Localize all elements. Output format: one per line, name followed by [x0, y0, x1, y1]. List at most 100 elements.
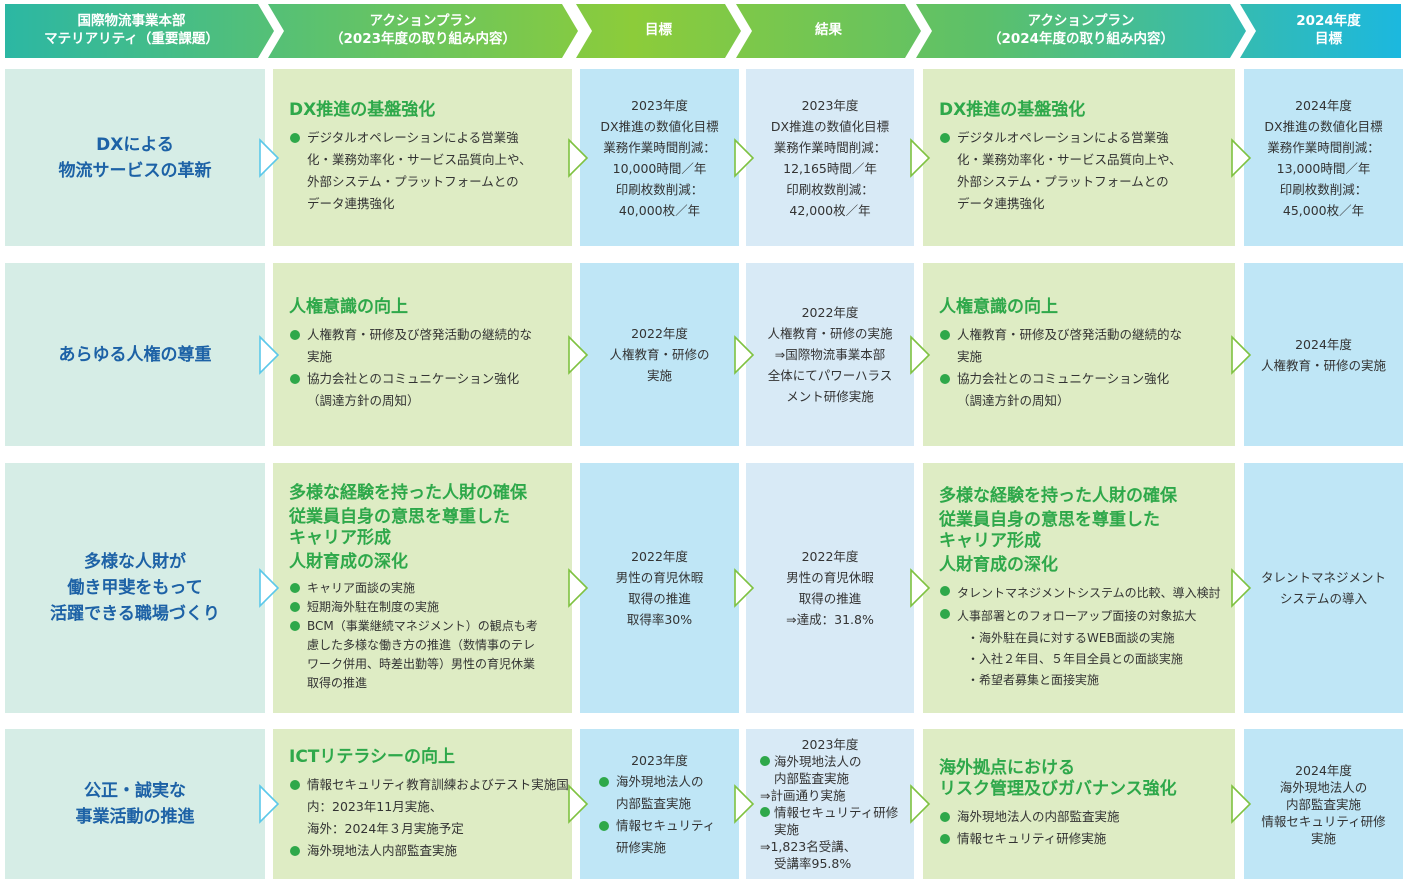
target-line: タレントマネジメント — [1260, 570, 1386, 585]
materiality-cell: 多様な人財が働き甲斐をもって活躍できる職場づくり — [5, 463, 265, 713]
plan-title-line: リスク管理及びガバナンス強化 — [939, 779, 1177, 799]
result-line: 受講率95.8% — [774, 856, 852, 871]
plan-bullet-line: 人事部署とのフォローアップ面接の対象拡大 — [957, 608, 1197, 623]
goal-bullet: 情報セキュリティ研修実施 — [598, 815, 715, 859]
result-cell: 2023年度海外現地法人の内部監査実施⇒計画通り実施情報セキュリティ研修実施⇒1… — [746, 729, 914, 879]
target-line: 2024年度 — [1295, 762, 1352, 778]
plan-bullet: 海外現地法人内部監査実施 — [289, 840, 562, 862]
target-line: 13,000時間／年 — [1276, 160, 1371, 176]
result-line: 取得の推進 — [798, 591, 862, 606]
action-plan-2024-cell: 海外拠点におけるリスク管理及びガバナンス強化海外現地法人の内部監査実施情報セキュ… — [923, 729, 1235, 879]
plan-bullet-line: 短期海外駐在制度の実施 — [307, 600, 440, 614]
header-plan-2024: アクションプラン （2024年度の取り組み内容） — [932, 0, 1230, 60]
goal-bullet-line: 研修実施 — [616, 839, 667, 855]
materiality-line: DXによる — [96, 134, 174, 155]
plan-bullet: 情報セキュリティ教育訓練およびテスト実施国内：2023年11月実施、海外：202… — [289, 774, 569, 840]
result-line: 2022年度 — [801, 305, 859, 320]
plan-bullet: 短期海外駐在制度の実施 — [289, 598, 562, 617]
header-chevron-bar — [5, 4, 1401, 58]
header-result-line: 結果 — [815, 22, 842, 38]
header-goal-chevron — [576, 4, 741, 58]
header-materiality: 国際物流事業本部マテリアリティ（重要課題） — [5, 0, 258, 60]
goal-line: 2022年度 — [631, 549, 688, 564]
goal-line: 取得の推進 — [628, 591, 691, 606]
result-year: 2023年度 — [801, 737, 859, 752]
result-line: 情報セキュリティ研修 — [760, 804, 914, 821]
target-line: 内部監査実施 — [1285, 796, 1361, 812]
plan-bullet-line: 化・業務効率化・サービス品質向上や、 — [957, 152, 1182, 167]
goal-bullet-line: 内部監査実施 — [616, 795, 692, 811]
plan-bullet-line: 人権教育・研修及び啓発活動の継続的な — [307, 327, 533, 342]
plan-bullet-line: タレントマネジメントシステムの比較、導入検討 — [957, 585, 1221, 600]
plan-title-line: 多様な経験を持った人財の確保 — [289, 483, 527, 503]
goal-cell: 2022年度男性の育児休暇取得の推進取得率30% — [580, 463, 739, 713]
flow-arrow-icon — [910, 334, 931, 375]
header-target-2024-line: 目標 — [1315, 31, 1342, 47]
header-target-2024: 2024年度目標 — [1256, 0, 1401, 60]
materiality-line: 公正・誠実な — [84, 781, 186, 801]
header-plan-2024-line: アクションプラン — [1027, 13, 1135, 29]
plan-title: 従業員自身の意思を尊重したキャリア形成 — [939, 510, 1225, 552]
header-target-2024-chevron — [1240, 4, 1401, 58]
flow-arrow-icon — [910, 137, 931, 178]
header-plan-2023-chevron — [268, 4, 578, 58]
target-line: 情報セキュリティ研修 — [1261, 813, 1386, 829]
result-line: 内部監査実施 — [774, 771, 850, 786]
target-line: 業務作業時間削減： — [1267, 139, 1380, 155]
result-line: 2023年度 — [801, 97, 859, 113]
plan-title: 人権意識の向上 — [939, 297, 1058, 317]
plan-title: 人財育成の深化 — [289, 552, 562, 573]
materiality-cell: 公正・誠実な事業活動の推進 — [5, 729, 265, 879]
plan-bullet-line: キャリア面談の実施 — [307, 581, 416, 595]
result-line: 業務作業時間削減： — [773, 139, 887, 155]
goal-line: 2023年度 — [631, 97, 688, 113]
result-line: 全体にてパワーハラス — [767, 368, 893, 383]
plan-bullet: 人権教育・研修及び啓発活動の継続的な実施 — [939, 324, 1225, 368]
plan-bullet-line: 外部システム・プラットフォームとの — [307, 174, 519, 189]
header-plan-2024-chevron — [916, 4, 1246, 58]
header-plan-2023: アクションプラン（2023年度の取り組み内容） — [284, 0, 562, 60]
result-line: ⇒1,823名受講、 — [760, 839, 857, 854]
plan-bullet-line: （調達方針の周知） — [957, 393, 1070, 408]
goal-line: 実施 — [646, 368, 672, 383]
goal-line: 10,000時間／年 — [612, 160, 707, 176]
flow-arrow-icon — [259, 568, 280, 608]
goal-cell: 2023年度海外現地法人の内部監査実施情報セキュリティ研修実施 — [580, 729, 739, 879]
plan-bullet: 人事部署とのフォローアップ面接の対象拡大 — [939, 605, 1225, 628]
result-cell: 2022年度人権教育・研修の実施⇒国際物流事業本部全体にてパワーハラスメント研修… — [746, 263, 914, 446]
plan-title-line: 海外拠点における — [939, 758, 1075, 778]
header-plan-2024-line: （2024年度の取り組み内容） — [987, 31, 1175, 47]
target-2024-cell: タレントマネジメントシステムの導入 — [1244, 463, 1403, 713]
result-line: ⇒国際物流事業本部 — [774, 347, 886, 362]
plan-title: 多様な経験を持った人財の確保 — [939, 486, 1225, 507]
materiality-line: 事業活動の推進 — [75, 807, 195, 827]
action-plan-2023-cell: 多様な経験を持った人財の確保従業員自身の意思を尊重したキャリア形成人財育成の深化… — [273, 463, 572, 713]
plan-title: 多様な経験を持った人財の確保 — [289, 483, 562, 504]
plan-bullet-line: デジタルオペレーションによる営業強 — [307, 130, 519, 145]
target-line: DX推進の数値化目標 — [1264, 118, 1383, 134]
flow-arrow-icon — [734, 334, 755, 375]
goal-line: 人権教育・研修の — [609, 347, 710, 362]
target-2024-cell: 2024年度海外現地法人の内部監査実施情報セキュリティ研修実施 — [1244, 729, 1403, 879]
plan-bullet-line: デジタルオペレーションによる営業強 — [957, 130, 1169, 145]
plan-bullet-line: 海外現地法人の内部監査実施 — [957, 809, 1120, 824]
target-line: 印刷枚数削減： — [1279, 181, 1368, 197]
plan-sub-items: ・海外駐在員に対するWEB面談の実施・入社２年目、５年目全員との面談実施・希望者… — [939, 628, 1225, 691]
header-goal-line: 目標 — [645, 22, 672, 38]
result-line: ⇒達成：31.8% — [786, 612, 874, 627]
plan-bullet-line: 協力会社とのコミュニケーション強化 — [957, 371, 1170, 386]
flow-arrow-icon — [1231, 137, 1252, 178]
plan-title: 人財育成の深化 — [939, 555, 1225, 576]
plan-bullet-line: 情報セキュリティ研修実施 — [957, 831, 1107, 846]
header-materiality-line: 国際物流事業本部 — [77, 13, 186, 29]
target-line: 45,000枚／年 — [1282, 202, 1365, 218]
plan-sub-line: ・入社２年目、５年目全員との面談実施 — [967, 651, 1183, 666]
header-target-2024-line: 2024年度 — [1296, 13, 1361, 29]
plan-bullet-line: データ連携強化 — [307, 196, 395, 211]
plan-bullet: 人権教育・研修及び啓発活動の継続的な実施 — [289, 324, 562, 368]
plan-title-line: 従業員自身の意思を尊重した — [939, 509, 1160, 530]
plan-bullet-line: 化・業務効率化・サービス品質向上や、 — [307, 152, 532, 167]
materiality-line: 働き甲斐をもって — [67, 578, 203, 598]
goal-line: DX推進の数値化目標 — [600, 118, 719, 134]
plan-bullet-line: 取得の推進 — [307, 676, 368, 690]
